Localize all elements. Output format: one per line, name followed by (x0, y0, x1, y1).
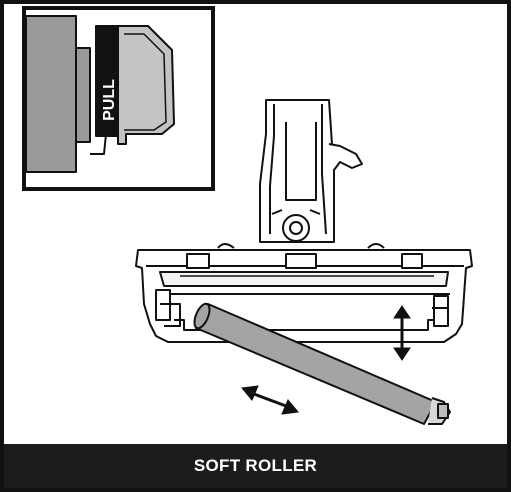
caption-bar: SOFT ROLLER (4, 444, 507, 488)
illustration-canvas: PULL (22, 6, 473, 425)
vacuum-head-illustration (135, 99, 473, 425)
vertical-double-arrow-icon (393, 305, 411, 361)
pull-label: PULL (101, 79, 118, 121)
vacuum-head-body (135, 243, 473, 343)
horizontal-double-arrow-icon (241, 385, 299, 415)
vacuum-neck (259, 99, 363, 243)
soft-roller (193, 302, 451, 425)
pull-tab-inset: PULL (22, 6, 215, 191)
caption-text: SOFT ROLLER (193, 456, 318, 475)
